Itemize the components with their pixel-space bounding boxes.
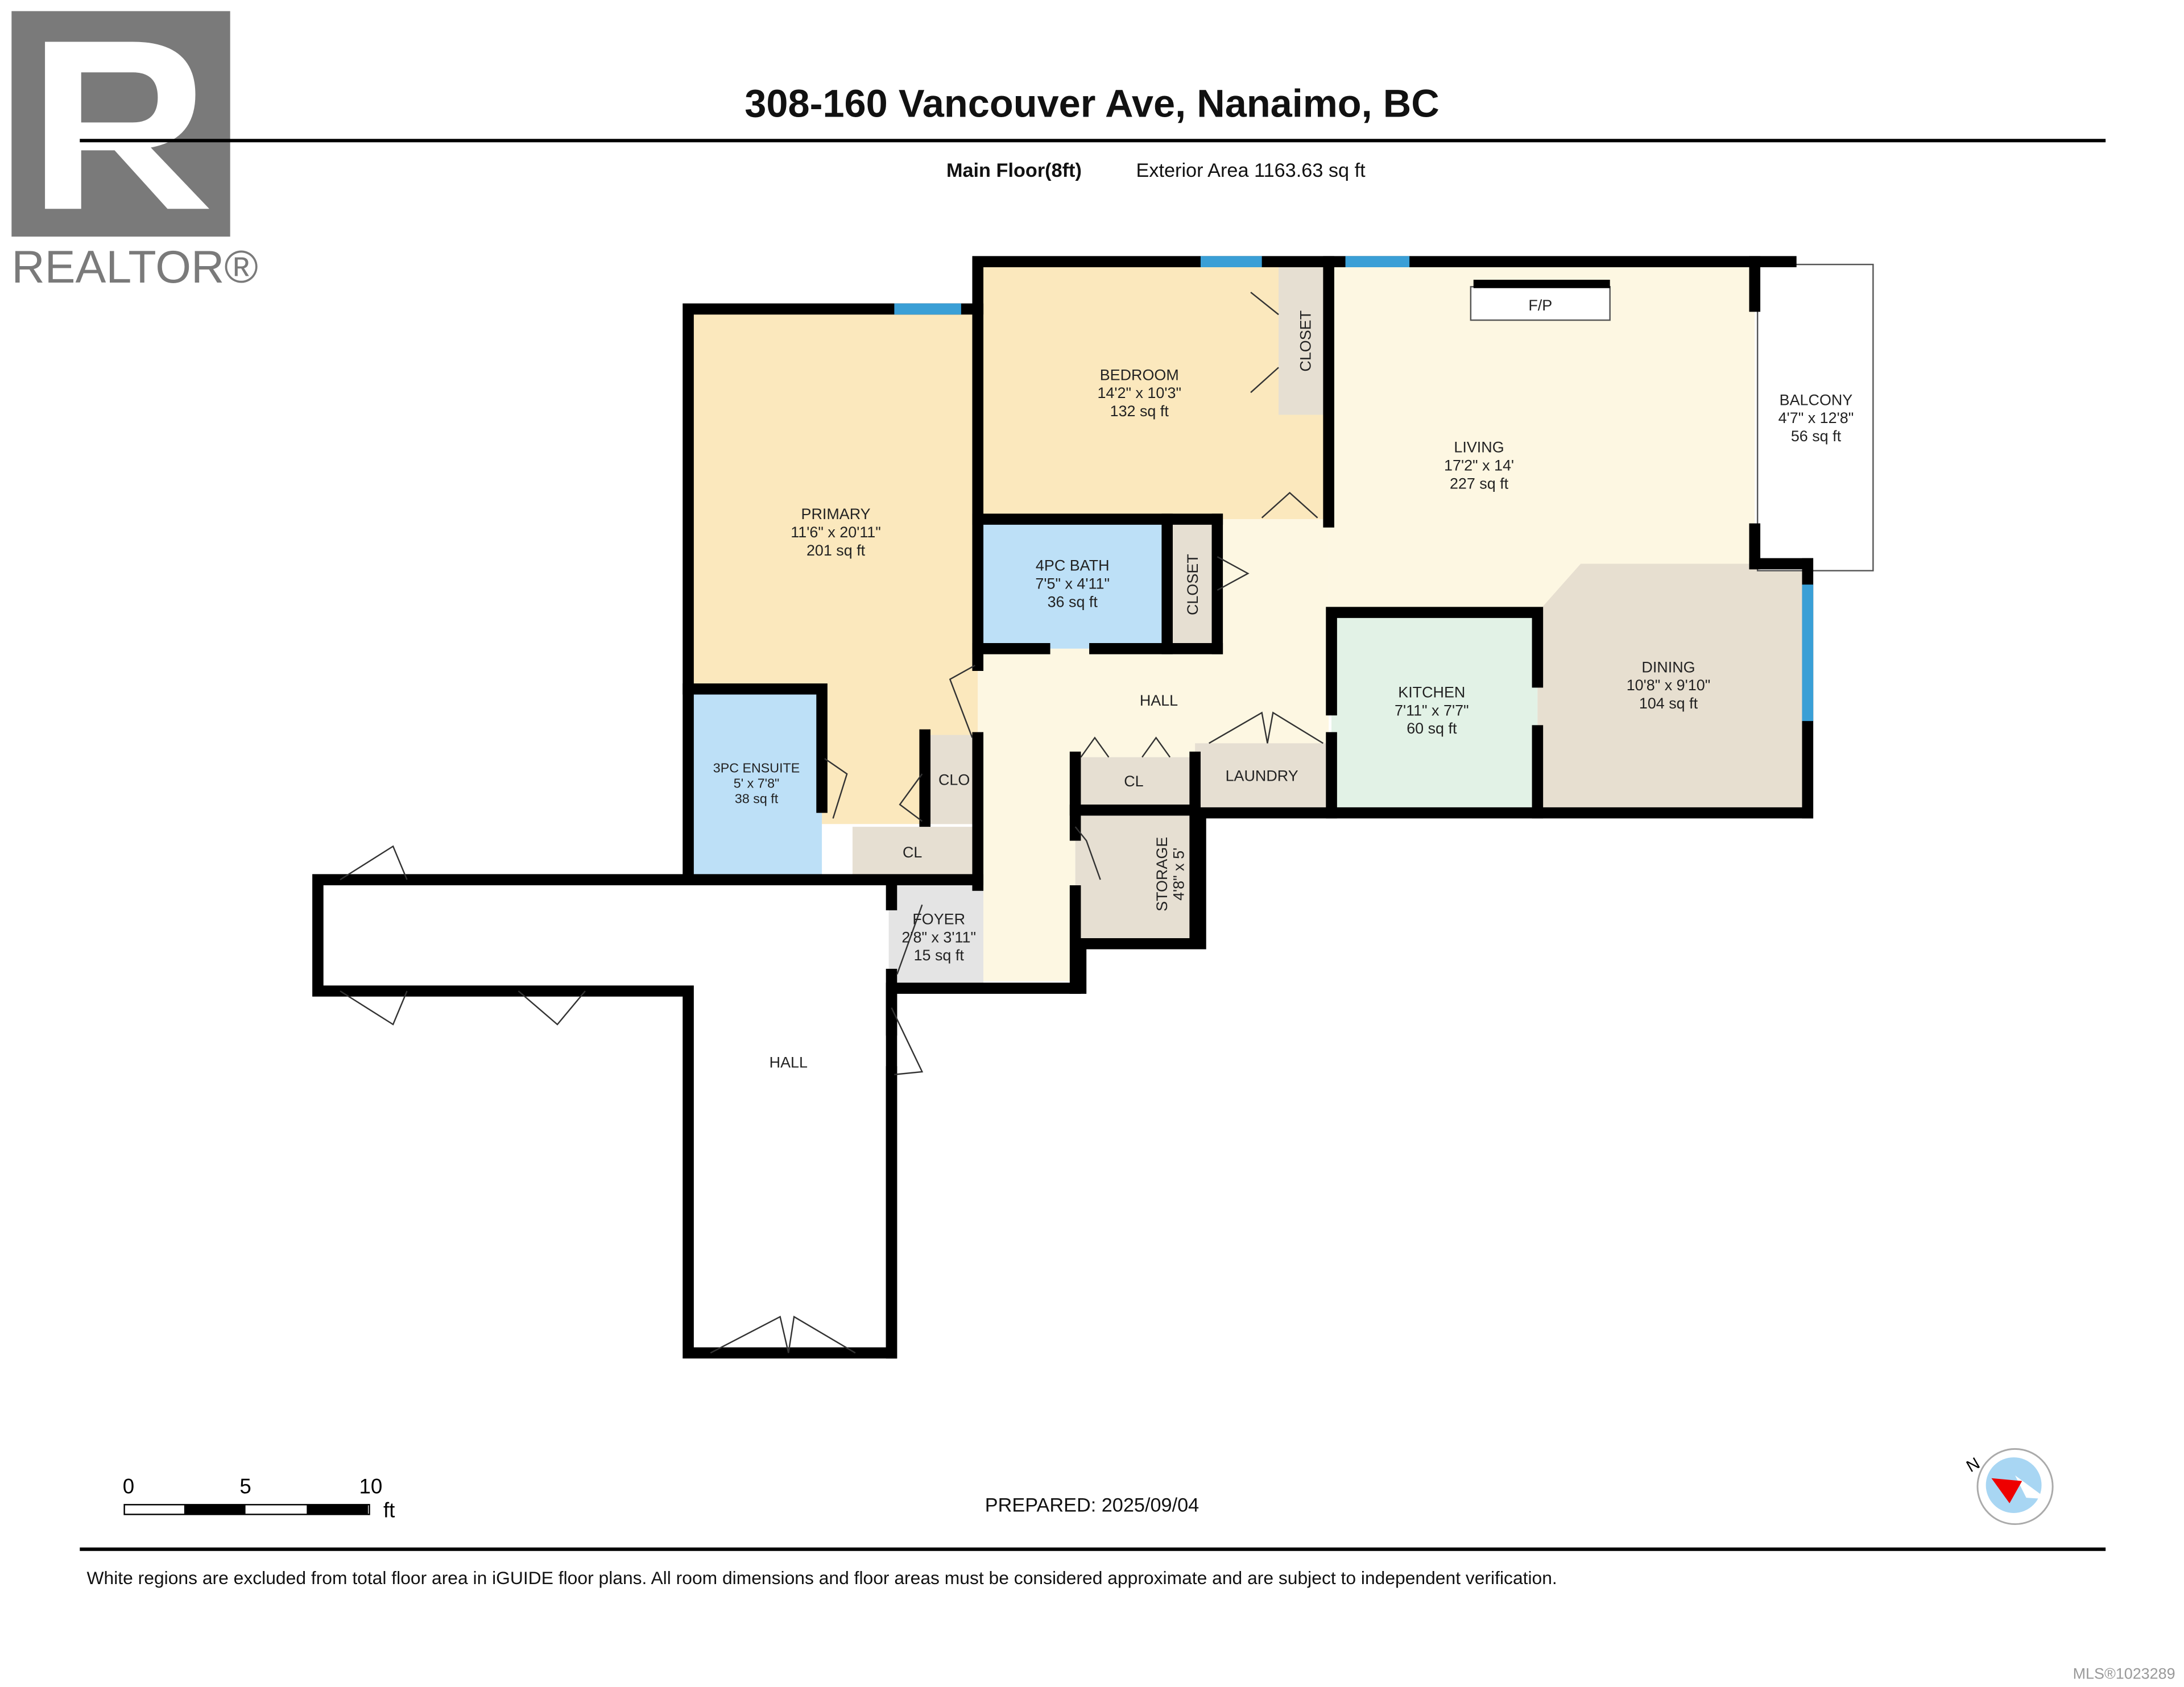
bath-dims: 7'5" x 4'11" bbox=[1035, 575, 1110, 592]
storage-room bbox=[1075, 810, 1196, 938]
bedroom-room bbox=[978, 262, 1329, 520]
ensuite-dims: 5' x 7'8" bbox=[734, 776, 779, 791]
realtor-text: REALTOR® bbox=[11, 242, 258, 293]
hall-label: HALL bbox=[1140, 692, 1178, 709]
disclaimer: White regions are excluded from total fl… bbox=[87, 1568, 1557, 1588]
scale-tick-0: 0 bbox=[123, 1475, 134, 1498]
balcony-dims: 4'7" x 12'8" bbox=[1778, 409, 1854, 426]
living-area: 227 sq ft bbox=[1450, 475, 1509, 492]
balcony-name: BALCONY bbox=[1780, 391, 1853, 408]
kitchen-area: 60 sq ft bbox=[1407, 720, 1457, 737]
bath-name: 4PC BATH bbox=[1036, 557, 1110, 574]
bedroom-closet-label: CLOSET bbox=[1297, 310, 1314, 372]
kitchen-room bbox=[1331, 612, 1538, 807]
bedroom-dims: 14'2" x 10'3" bbox=[1097, 384, 1181, 401]
fireplace-label: F/P bbox=[1528, 297, 1552, 314]
ensuite-name: 3PC ENSUITE bbox=[713, 761, 800, 776]
primary-dims: 11'6" x 20'11" bbox=[791, 524, 881, 541]
primary-room bbox=[690, 309, 978, 824]
room-fills bbox=[690, 262, 1874, 983]
foyer-name: FOYER bbox=[912, 910, 965, 927]
prepared-date: PREPARED: 2025/09/04 bbox=[985, 1495, 1199, 1516]
living-name: LIVING bbox=[1454, 439, 1504, 456]
closet-room bbox=[1167, 519, 1218, 649]
foyer-room bbox=[888, 885, 984, 983]
living-room bbox=[1329, 262, 1755, 613]
bath-room bbox=[978, 519, 1168, 649]
dining-name: DINING bbox=[1641, 658, 1695, 675]
ensuite-room bbox=[690, 689, 822, 877]
laundry-label: LAUNDRY bbox=[1226, 767, 1298, 784]
bedroom-closet bbox=[1279, 267, 1326, 415]
hall-room bbox=[978, 519, 1329, 981]
bedroom-name: BEDROOM bbox=[1100, 366, 1179, 383]
scale-tick-5: 5 bbox=[239, 1475, 251, 1498]
balcony-area: 56 sq ft bbox=[1791, 428, 1842, 445]
room-labels: PRIMARY 11'6" x 20'11" 201 sq ft BEDROOM… bbox=[713, 297, 1854, 1071]
exterior-area: Exterior Area 1163.63 sq ft bbox=[1136, 160, 1366, 181]
scale-tick-10: 10 bbox=[359, 1475, 383, 1498]
hall-lower-label: HALL bbox=[770, 1054, 808, 1071]
realtor-logo: REALTOR® bbox=[11, 11, 258, 293]
balcony-area bbox=[1756, 263, 1874, 571]
hall-closet-label: CLOSET bbox=[1184, 554, 1201, 615]
bedroom-area: 132 sq ft bbox=[1110, 403, 1169, 420]
walls bbox=[312, 256, 1814, 1359]
dining-area: 104 sq ft bbox=[1639, 695, 1698, 712]
fireplace bbox=[1470, 286, 1611, 321]
cl-room-2 bbox=[1075, 757, 1196, 807]
scale-bar: 0 5 10 ft bbox=[123, 1475, 395, 1522]
clo-room bbox=[925, 735, 975, 824]
cl-label-1: CL bbox=[903, 844, 922, 861]
primary-name: PRIMARY bbox=[801, 505, 871, 523]
bath-area: 36 sq ft bbox=[1048, 593, 1098, 610]
foyer-area: 15 sq ft bbox=[914, 947, 965, 964]
doors bbox=[340, 292, 1324, 1354]
page-title: 308-160 Vancouver Ave, Nanaimo, BC bbox=[744, 82, 1439, 126]
laundry-room bbox=[1195, 743, 1329, 807]
kitchen-dims: 7'11" x 7'7" bbox=[1395, 702, 1469, 719]
floor-label: Main Floor(8ft) bbox=[946, 160, 1082, 181]
foyer-dims: 2'8" x 3'11" bbox=[901, 929, 976, 946]
storage-dims: 4'8" x 5' bbox=[1170, 848, 1188, 901]
storage-name: STORAGE bbox=[1153, 837, 1170, 911]
cl-label-2: CL bbox=[1124, 773, 1143, 790]
primary-area: 201 sq ft bbox=[806, 542, 866, 559]
scale-unit: ft bbox=[383, 1498, 395, 1522]
ensuite-area: 38 sq ft bbox=[735, 791, 779, 806]
cl-room-1 bbox=[852, 827, 978, 877]
compass-icon: N bbox=[1963, 1448, 2054, 1526]
living-dims: 17'2" x 14' bbox=[1444, 457, 1514, 474]
dining-dims: 10'8" x 9'10" bbox=[1627, 677, 1711, 694]
kitchen-name: KITCHEN bbox=[1398, 683, 1465, 701]
clo-label: CLO bbox=[938, 772, 970, 789]
mls-number: MLS®1023289 bbox=[2073, 1665, 2175, 1682]
dining-room bbox=[1537, 563, 1808, 807]
